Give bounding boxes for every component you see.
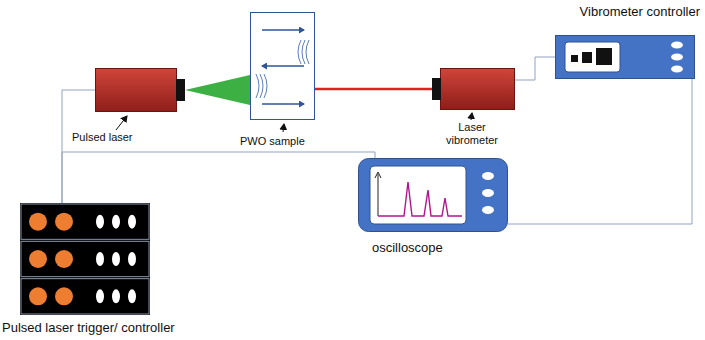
rack-button <box>55 287 73 305</box>
signal-wire <box>508 79 692 224</box>
laser-body <box>96 69 177 112</box>
node-label: Pulsed laser <box>72 131 162 144</box>
rack-indicator <box>128 289 136 303</box>
rack-unit <box>21 241 149 276</box>
trigger-box: Pulsed laser trigger/ controller <box>20 203 150 315</box>
node-shape <box>358 158 508 232</box>
vibrometer-head: Laser vibrometer <box>432 68 515 110</box>
scope-screen <box>370 166 466 224</box>
node-label: Laser vibrometer <box>436 121 508 147</box>
sample-outline <box>251 13 315 120</box>
pulsed-laser-head: Pulsed laser <box>95 68 185 112</box>
wave-arc <box>256 74 259 98</box>
panel-key <box>582 52 592 63</box>
leader-arrow <box>116 116 127 130</box>
wave-arrow <box>262 103 304 104</box>
node-shape <box>432 68 515 110</box>
rack-button <box>55 250 73 268</box>
laser-aperture <box>176 79 185 101</box>
rack-unit <box>21 204 149 239</box>
rack-indicator <box>96 289 104 303</box>
control-knob <box>482 206 494 214</box>
sample-box: PWO sample <box>250 12 315 120</box>
controller-body <box>556 36 695 79</box>
screen-axis <box>375 172 381 216</box>
node-shape <box>555 35 695 79</box>
node-shape <box>250 12 315 120</box>
wave-arc <box>264 74 267 98</box>
rack-button <box>29 213 47 231</box>
panel-key <box>571 55 578 62</box>
node-shape <box>95 68 185 112</box>
oscilloscope-box: oscilloscope <box>358 158 508 232</box>
scope-body <box>359 159 508 232</box>
rack-indicator <box>112 289 120 303</box>
rack-button <box>55 213 73 231</box>
laser-beam <box>315 88 432 91</box>
rack-indicator <box>128 252 136 266</box>
laser-aperture <box>432 78 441 100</box>
controller-panel <box>565 42 620 72</box>
signal-trace <box>378 182 462 216</box>
node-shape <box>20 203 150 315</box>
node-label: Pulsed laser trigger/ controller <box>2 320 282 336</box>
controller-box: Vibrometer controller <box>555 35 695 79</box>
node-label: PWO sample <box>240 135 330 148</box>
signal-wire <box>62 90 95 203</box>
control-knob <box>671 42 683 49</box>
leader-arrow <box>283 124 284 132</box>
node-label: Vibrometer controller <box>545 4 700 20</box>
laser-body <box>441 69 515 110</box>
rack-button <box>29 250 47 268</box>
wave-arc <box>298 40 301 64</box>
panel-key <box>596 48 612 65</box>
control-knob <box>482 172 494 180</box>
rack-unit <box>21 279 149 314</box>
rack-indicator <box>96 215 104 229</box>
trigger-body <box>20 203 150 315</box>
wave-arc <box>260 74 263 98</box>
rack-indicator <box>96 252 104 266</box>
rack-indicator <box>128 215 136 229</box>
control-knob <box>482 189 494 197</box>
node-label: oscilloscope <box>372 240 492 256</box>
leader-arrow <box>471 113 472 120</box>
rack-indicator <box>112 215 120 229</box>
wave-arc <box>306 40 309 64</box>
signal-wire <box>62 152 375 203</box>
rack-indicator <box>112 252 120 266</box>
control-knob <box>671 54 683 61</box>
rack-button <box>29 287 47 305</box>
wave-arrow <box>262 65 304 66</box>
control-knob <box>671 66 683 73</box>
signal-wire <box>515 57 555 80</box>
wave-arrow <box>262 29 304 30</box>
laser-beam <box>185 75 250 105</box>
wave-arc <box>302 40 305 64</box>
